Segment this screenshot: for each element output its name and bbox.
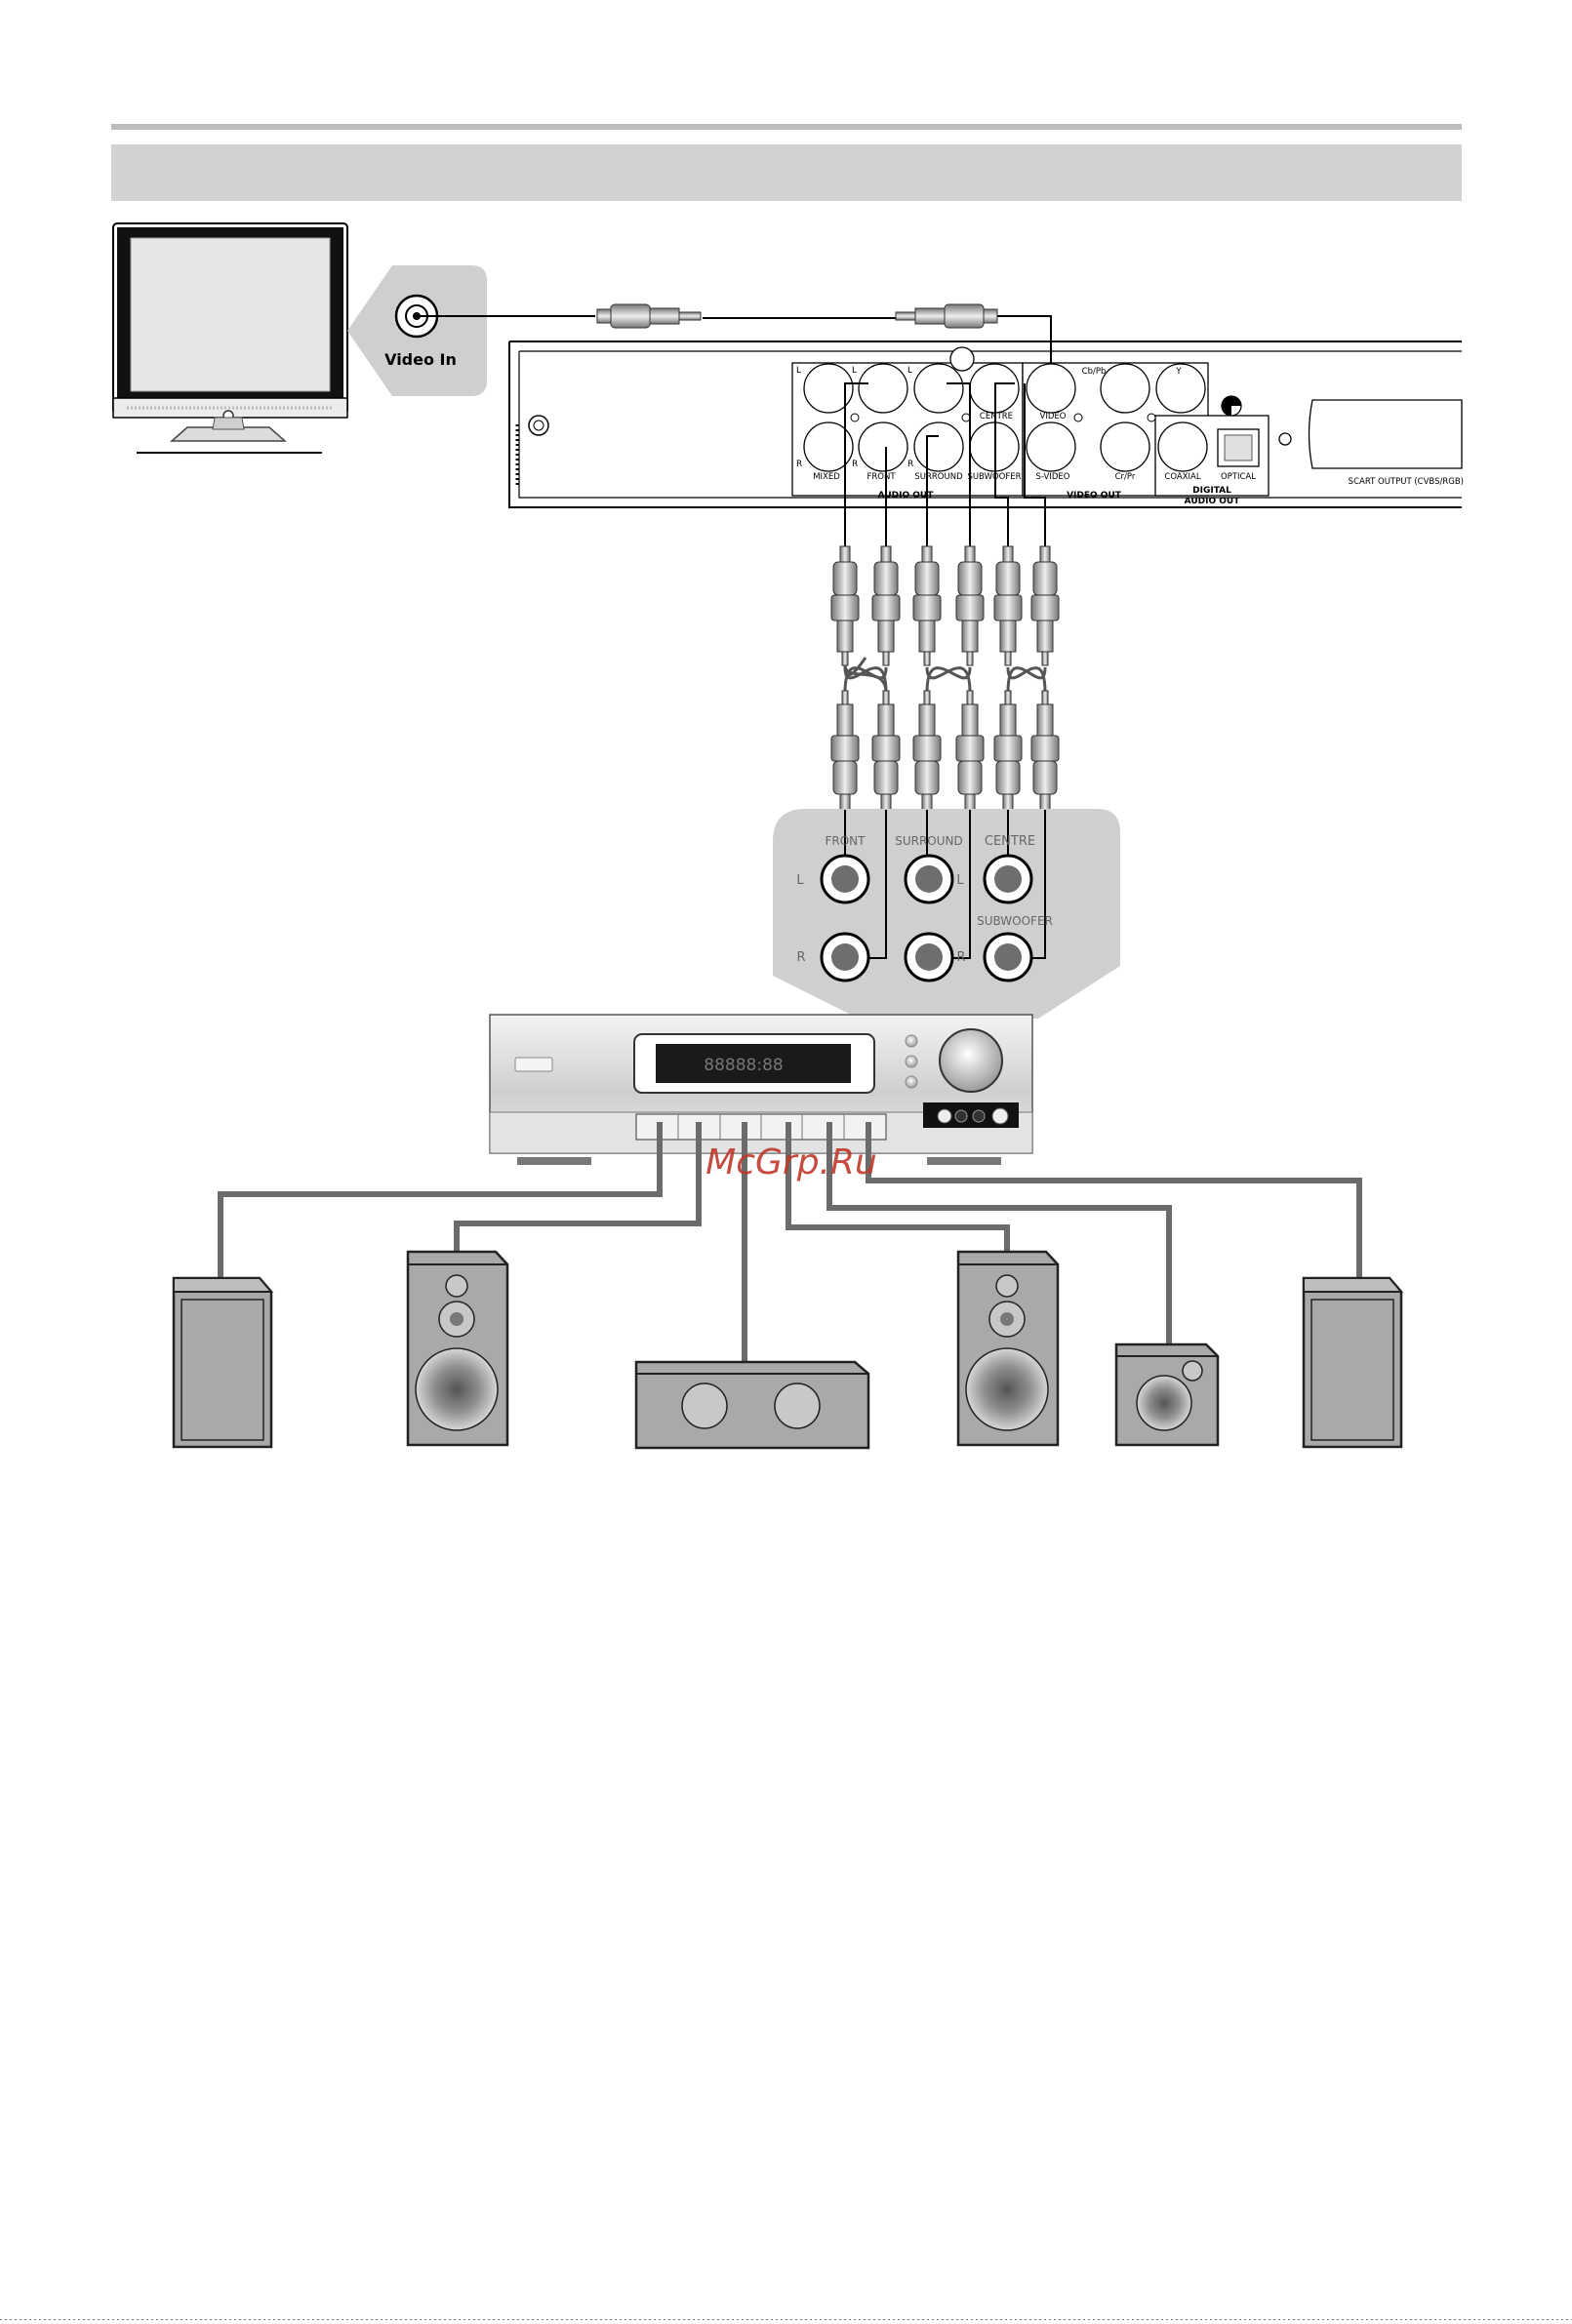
coaxial-label: COAXIAL xyxy=(1164,472,1200,482)
twisted-cable-pairs xyxy=(845,656,1045,693)
cbpb-label: Cb/Pb xyxy=(1082,367,1107,377)
rca-plugs-lower xyxy=(831,691,1059,810)
ch-letter-l3: L xyxy=(907,366,912,376)
y-label: Y xyxy=(1175,367,1182,377)
receiver-display: 88888:88 xyxy=(704,1056,783,1075)
speaker-right-surround-icon xyxy=(1304,1278,1401,1447)
amp-r-front: R xyxy=(796,950,805,965)
scart-output-label: SCART OUTPUT (CVBS/RGB) xyxy=(1349,477,1464,487)
speaker-front-right-icon xyxy=(958,1252,1058,1445)
video-in-label: Video In xyxy=(384,350,457,369)
video-out-label: VIDEO OUT xyxy=(1067,491,1122,501)
amp-l-front: L xyxy=(796,873,804,888)
amp-l-surround: L xyxy=(956,873,964,888)
ch-letter-r1: R xyxy=(796,460,802,469)
speaker-left-surround-icon xyxy=(174,1278,271,1447)
speaker-front-left-icon xyxy=(408,1252,507,1445)
amp-centre-label: CENTRE xyxy=(985,834,1035,849)
svideo-label: S-VIDEO xyxy=(1036,472,1070,482)
amp-subwoofer-label: SUBWOOFER xyxy=(977,914,1053,928)
crpr-label: Cr/Pr xyxy=(1115,472,1136,482)
mixed-label: MIXED xyxy=(813,472,840,482)
watermark-logo: McGrp.Ru xyxy=(705,1142,877,1182)
speaker-centre-icon xyxy=(636,1362,868,1448)
amp-front-label: FRONT xyxy=(826,834,867,848)
bottom-rule xyxy=(0,2319,1572,2320)
optical-label: OPTICAL xyxy=(1221,472,1256,482)
ch-letter-r3: R xyxy=(907,460,913,469)
video-label: VIDEO xyxy=(1040,412,1067,421)
front-label: FRONT xyxy=(867,472,896,482)
amp-r-surround: R xyxy=(956,950,965,965)
speaker-subwoofer-icon xyxy=(1116,1344,1218,1445)
rca-plugs-upper xyxy=(831,546,1059,665)
ch-letter-l1: L xyxy=(796,366,801,376)
amplifier-input-panel: FRONT SURROUND CENTRE SUBWOOFER L R L R xyxy=(773,809,1120,1019)
digital-label: DIGITAL xyxy=(1192,486,1231,496)
ch-letter-r2: R xyxy=(852,460,858,469)
ch-letter-l2: L xyxy=(852,366,857,376)
surround-label: SURROUND xyxy=(914,472,963,482)
tv-video-in-panel: Video In xyxy=(347,265,487,396)
television-icon xyxy=(113,223,347,453)
digital-audio-out-label: AUDIO OUT xyxy=(1185,497,1241,506)
amp-surround-label: SURROUND xyxy=(895,834,963,848)
dvd-rear-panel: L L L R R R MIXED FRONT SURROUND CENTRE … xyxy=(509,341,1464,507)
